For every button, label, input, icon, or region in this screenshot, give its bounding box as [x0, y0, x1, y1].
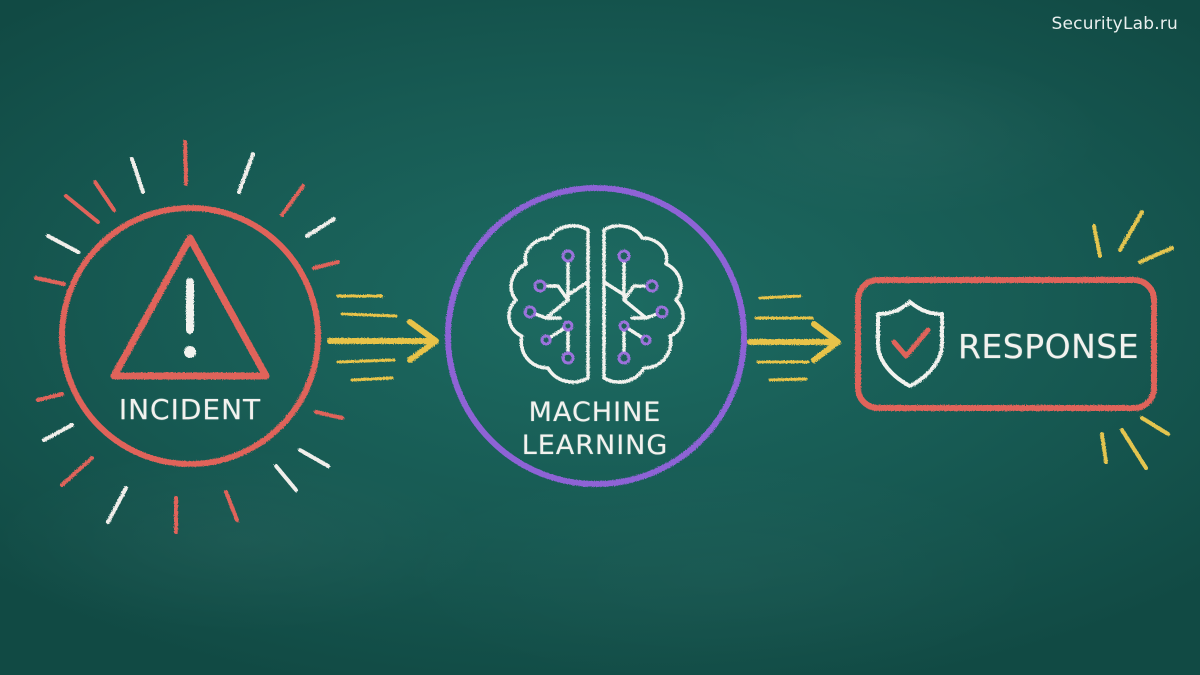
- response-label: RESPONSE: [958, 327, 1140, 366]
- shield-check-icon: [876, 300, 944, 388]
- brain-circuit-icon: [507, 224, 685, 384]
- ml-label: MACHINE LEARNING: [500, 397, 690, 463]
- ml-node: [445, 185, 747, 487]
- arrow-ml-to-response: [747, 294, 841, 382]
- response-rays: [1092, 210, 1174, 470]
- response-node: [855, 210, 1174, 470]
- watermark-text: SecurityLab.ru: [1051, 14, 1178, 34]
- incident-circle: [59, 205, 321, 467]
- incident-label: INCIDENT: [118, 393, 262, 426]
- incident-rays: [34, 140, 344, 534]
- brain-circuit-nodes: [523, 249, 669, 365]
- warning-triangle-icon: [110, 234, 270, 380]
- ml-circle: [445, 185, 747, 487]
- ml-label-line1: MACHINE: [528, 397, 662, 428]
- arrow-incident-to-ml: [327, 294, 439, 382]
- ml-label-line2: LEARNING: [521, 429, 669, 461]
- incident-node: [34, 140, 344, 534]
- response-box: [855, 277, 1157, 411]
